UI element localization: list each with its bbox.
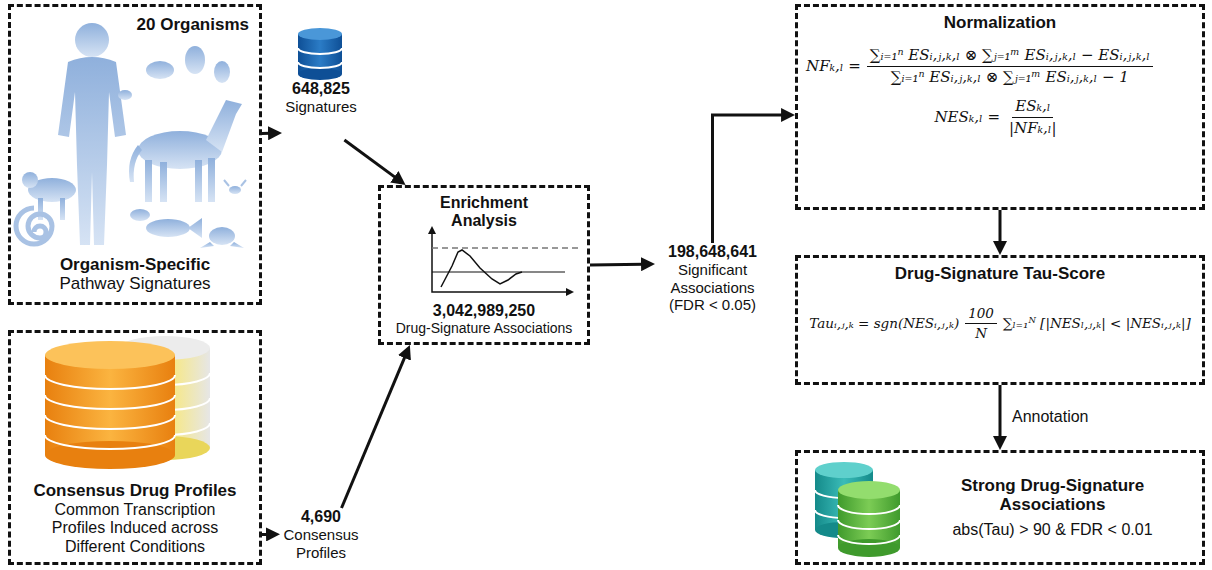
arrow-connector — [590, 263, 643, 267]
enrichment-plot — [428, 226, 578, 296]
text-group: NESₖ,ₗ = ESₖ,ₗ|NFₖ,ₗ| — [806, 98, 1194, 138]
node-text: Pathway Signatures — [21, 274, 249, 294]
formula: NFₖ,ₗ = ∑ᵢ₌₁ⁿ ESᵢ,ⱼ,ₖ,ₗ ⊗ ∑ⱼ₌₁ᵐ ESᵢ,ⱼ,ₖ,ₗ… — [806, 47, 1159, 87]
node-text: Common Transcription Profiles Induced ac… — [35, 501, 235, 556]
arrow-connector — [999, 210, 1002, 243]
node-text: N — [972, 324, 990, 342]
arrow-connector — [262, 132, 270, 135]
node-text: 3,042,989,250 — [389, 302, 579, 320]
text-group: Organism-SpecificPathway Signatures — [21, 255, 249, 294]
formula-line: NESₖ,ₗ = ESₖ,ₗ|NFₖ,ₗ| — [806, 98, 1194, 138]
text-group: Consensus Drug ProfilesCommon Transcript… — [21, 481, 249, 556]
node-text: ∑ᵢ₌₁ⁿ ESᵢ,ⱼ,ₖ,ₗ ⊗ ∑ⱼ₌₁ᵐ ESᵢ,ⱼ,ₖ,ₗ − ESᵢ,… — [867, 47, 1153, 67]
formula: NESₖ,ₗ = ESₖ,ₗ|NFₖ,ₗ| — [934, 98, 1065, 138]
text-group: 4,690Consensus Profiles — [280, 508, 362, 561]
node-text: Drug-Signature Associations — [389, 320, 579, 336]
fraction: ESₖ,ₗ|NFₖ,ₗ| — [1006, 98, 1060, 138]
node-text: Normalization — [806, 13, 1194, 33]
formula-line: NFₖ,ₗ = ∑ᵢ₌₁ⁿ ESᵢ,ⱼ,ₖ,ₗ ⊗ ∑ⱼ₌₁ᵐ ESᵢ,ⱼ,ₖ,ₗ… — [806, 47, 1194, 87]
arrow-connector — [713, 115, 784, 243]
organism-silhouettes — [22, 23, 246, 248]
text-group: Drug-Signature Tau-Score — [806, 264, 1194, 284]
edge-label: Annotation — [1010, 408, 1091, 426]
node-text: Strong Drug-Signature Associations — [918, 476, 1188, 515]
node-text: ESₖ,ₗ — [1012, 98, 1053, 118]
node-text: Drug-Signature Tau-Score — [806, 264, 1194, 284]
text-group: 20 Organisms — [21, 15, 249, 35]
node-text: Organism-Specific — [21, 255, 249, 275]
text-group: Strong Drug-Signature Associations abs(Ta… — [913, 476, 1192, 539]
node-text: abs(Tau) > 90 & FDR < 0.01 — [913, 521, 1192, 539]
formula: Tauᵢ,ⱼ,ₖ = sgn(NESᵢ,ⱼ,ₖ) 100N ∑ₗ₌₁ᴺ [|NESₗ… — [809, 306, 1190, 342]
dashed-box: Consensus Drug ProfilesCommon Transcript… — [8, 330, 262, 565]
text-node: 648,825Signatures — [282, 80, 360, 140]
node-text: Tauᵢ,ⱼ,ₖ = sgn(NESᵢ,ⱼ,ₖ) — [809, 316, 959, 332]
dashed-box: Drug-Signature Tau-ScoreTauᵢ,ⱼ,ₖ = sgn(N… — [795, 255, 1205, 385]
text-group: 3,042,989,250Drug-Signature Associations — [389, 302, 579, 336]
text-group: Normalization — [806, 13, 1194, 33]
consensus-database-icon — [45, 336, 210, 469]
node-text: 100 — [965, 306, 997, 325]
arrow-connector — [262, 533, 268, 536]
node-text: ∑ₗ₌₁ᴺ [|NESₗ,ⱼ,ₖ| < |NESᵢ,ⱼ,ₖ|] — [1003, 316, 1191, 332]
node-text: NFₖ,ₗ = — [806, 58, 861, 75]
fraction: 100N — [965, 306, 997, 342]
text-node: 4,690Consensus Profiles — [280, 508, 362, 561]
strong-database-icon — [815, 462, 900, 557]
dashed-box: Strong Drug-Signature Associations abs(Ta… — [795, 450, 1205, 565]
dashed-box: 20 OrganismsOrganism-SpecificPathway Sig… — [8, 4, 262, 305]
text-group: Enrichment Analysis — [389, 194, 579, 231]
arrow-connector — [342, 356, 406, 508]
arrow-connector — [999, 385, 1002, 438]
node-text: 198,648,641 — [655, 243, 770, 261]
snail-spiral — [16, 208, 52, 244]
node-text: Enrichment Analysis — [429, 194, 539, 231]
dashed-box: NormalizationNFₖ,ₗ = ∑ᵢ₌₁ⁿ ESᵢ,ⱼ,ₖ,ₗ ⊗ ∑ⱼ… — [795, 4, 1205, 210]
node-text: Consensus Profiles — [280, 526, 362, 561]
text-group: 648,825Signatures — [282, 80, 360, 116]
arrow-connector — [344, 140, 396, 178]
fraction: ∑ᵢ₌₁ⁿ ESᵢ,ⱼ,ₖ,ₗ ⊗ ∑ⱼ₌₁ᵐ ESᵢ,ⱼ,ₖ,ₗ − ESᵢ,… — [867, 47, 1153, 87]
text-group: Tauᵢ,ⱼ,ₖ = sgn(NESᵢ,ⱼ,ₖ) 100N ∑ₗ₌₁ᴺ [|NESₗ… — [806, 306, 1194, 342]
text-group: NFₖ,ₗ = ∑ᵢ₌₁ⁿ ESᵢ,ⱼ,ₖ,ₗ ⊗ ∑ⱼ₌₁ᵐ ESᵢ,ⱼ,ₖ,ₗ… — [806, 47, 1194, 87]
node-text: |NFₖ,ₗ| — [1006, 118, 1060, 137]
node-text: 648,825 — [282, 80, 360, 98]
node-text: 20 Organisms — [21, 15, 249, 35]
node-text: 4,690 — [280, 508, 362, 526]
node-text: Consensus Drug Profiles — [21, 481, 249, 501]
node-text: ∑ᵢ₌₁ⁿ ESᵢ,ⱼ,ₖ,ₗ ⊗ ∑ⱼ₌₁ᵐ ESᵢ,ⱼ,ₖ,ₗ − 1 — [888, 67, 1132, 86]
node-text: Signatures — [282, 98, 360, 115]
text-node: 198,648,641Significant Associations (FDR… — [655, 243, 770, 313]
text-group: 198,648,641Significant Associations (FDR… — [655, 243, 770, 313]
database-icon — [298, 28, 342, 80]
node-text: Significant Associations (FDR < 0.05) — [663, 261, 763, 313]
dashed-box: Enrichment Analysis 3,042,989,250Drug-Sig… — [378, 185, 590, 345]
node-text: NESₖ,ₗ = — [934, 109, 1000, 126]
formula-line: Tauᵢ,ⱼ,ₖ = sgn(NESᵢ,ⱼ,ₖ) 100N ∑ₗ₌₁ᴺ [|NESₗ… — [806, 306, 1194, 342]
